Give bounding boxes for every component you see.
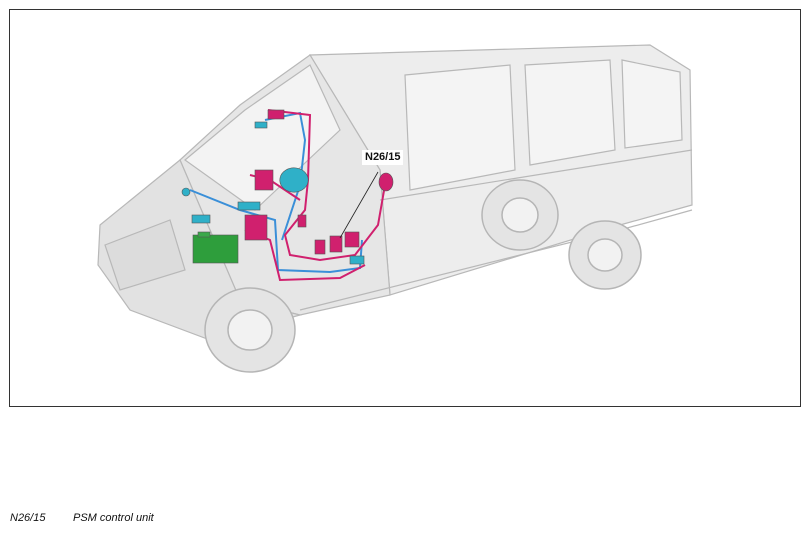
front-sensor <box>181 187 191 197</box>
cab-module <box>297 214 307 228</box>
van-grille <box>104 219 186 291</box>
module-a <box>314 239 326 255</box>
van-window-3 <box>621 59 683 149</box>
wire-blue-upper <box>264 111 307 241</box>
battery <box>192 234 239 264</box>
callout-label-n26-15: N26/15 <box>362 150 404 165</box>
fuse-box <box>244 214 268 241</box>
mirror-module <box>267 109 285 120</box>
van-illustration <box>97 44 693 373</box>
callout-leader <box>339 171 379 239</box>
legend-code: N26/15 <box>10 512 46 524</box>
legend-description: PSM control unit <box>73 512 154 524</box>
steering-wheel <box>279 167 309 193</box>
van-window-2 <box>524 59 616 166</box>
components <box>181 109 394 265</box>
legend-row: N26/15 PSM control unit <box>10 512 154 524</box>
module-b <box>329 235 343 253</box>
rear-sensor <box>378 172 394 192</box>
wheels <box>204 179 642 373</box>
center-console-module <box>237 201 261 211</box>
van-beltline <box>379 149 693 201</box>
windshield-sensor <box>254 121 268 129</box>
van-window-1 <box>404 64 516 191</box>
module-c <box>349 255 365 265</box>
diagram-frame: N26/15 <box>9 9 801 407</box>
van-windshield <box>184 64 341 211</box>
psm-control-unit <box>344 231 360 248</box>
dash-module <box>254 169 274 191</box>
wire-magenta-main <box>267 109 386 262</box>
headlamp-module <box>191 214 211 224</box>
